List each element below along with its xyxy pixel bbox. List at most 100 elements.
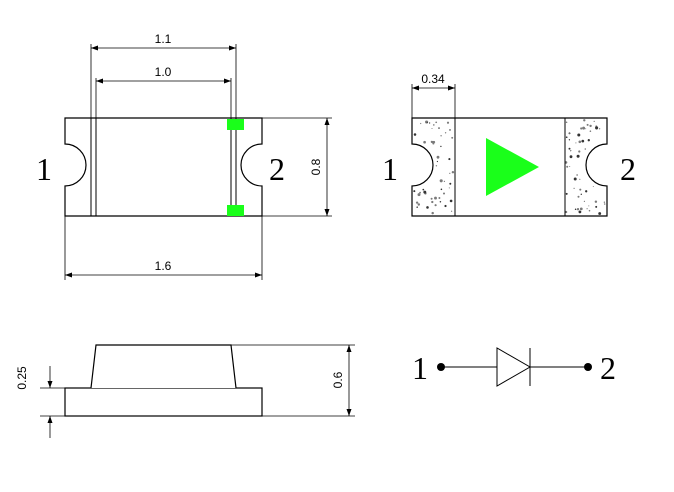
- speckle-dot: [569, 150, 572, 152]
- speckle-dot: [425, 120, 429, 124]
- speckle-dot: [568, 132, 570, 135]
- dim-label-0-25: 0.25: [15, 366, 29, 390]
- side-view: 0.6 0.25: [15, 344, 355, 438]
- speckle-dot: [450, 210, 453, 212]
- speckle-dot: [577, 195, 580, 198]
- speckle-dot: [579, 188, 582, 191]
- dim-label-1-1: 1.1: [155, 32, 172, 46]
- pin-label-1: 1: [36, 151, 52, 187]
- speckle-dot: [449, 199, 453, 203]
- speckle-dot: [598, 212, 602, 215]
- speckle-dot: [589, 130, 592, 132]
- green-marker-bottom: [227, 205, 244, 216]
- speckle-dot: [434, 204, 437, 207]
- speckle-dot: [422, 188, 425, 191]
- speckle-dot: [435, 165, 438, 167]
- diode-icon: [496, 347, 532, 387]
- speckle-dot: [568, 139, 571, 141]
- speckle-dot: [582, 126, 586, 130]
- speckle-dot: [573, 187, 575, 190]
- speckle-dot: [583, 119, 586, 122]
- speckle-dot: [423, 140, 426, 144]
- speckle-dot: [416, 202, 418, 204]
- speckle-dot: [573, 177, 577, 181]
- speckle-dot: [440, 188, 443, 191]
- speckle-dot: [440, 135, 442, 137]
- dim-arrows: [47, 381, 53, 423]
- speckle-dot: [438, 197, 441, 199]
- speckle-dot: [435, 121, 438, 124]
- pin-label-2: 2: [600, 350, 616, 386]
- speckle-dot: [587, 139, 590, 142]
- speckle-dot: [449, 182, 452, 185]
- pin-label-1: 1: [412, 350, 428, 386]
- speckle-dot: [420, 122, 422, 125]
- marking-view-outline: [411, 117, 608, 217]
- speckle-dot: [569, 155, 573, 159]
- speckle-dot: [595, 205, 598, 208]
- schematic-symbol: 1 2: [412, 347, 616, 387]
- speckle-dot: [451, 136, 454, 139]
- speckle-dot: [583, 200, 586, 203]
- speckle-dot: [586, 208, 588, 210]
- speckle-dot: [580, 127, 583, 130]
- green-triangle-icon: [486, 138, 539, 196]
- speckle-dot: [432, 124, 435, 126]
- speckle-dot: [451, 170, 455, 174]
- top-view-outline: [64, 117, 263, 217]
- speckle-dot: [431, 127, 433, 130]
- speckle-dot: [579, 178, 581, 180]
- pin-label-2: 2: [269, 151, 285, 187]
- speckle-dot: [428, 122, 431, 124]
- speckle-dot: [419, 191, 421, 194]
- speckle-dot: [578, 150, 581, 153]
- speckle-dot: [581, 139, 585, 143]
- speckle-dot: [588, 209, 591, 212]
- speckle-dot: [589, 124, 592, 128]
- dim-label-1-6: 1.6: [155, 259, 172, 273]
- speckle-dot: [565, 136, 568, 139]
- speckle-dot: [564, 210, 568, 214]
- top-view: 1.1 1.0 1.6 0.8 1 2: [36, 32, 332, 280]
- speckle-dot: [430, 197, 433, 200]
- pad-texture: [413, 119, 606, 215]
- speckle-dot: [417, 203, 421, 206]
- speckle-dot: [594, 200, 598, 203]
- speckle-dot: [431, 200, 434, 204]
- speckle-dot: [449, 128, 451, 131]
- speckle-dot: [442, 192, 446, 195]
- speckle-dot: [416, 206, 418, 208]
- speckle-dot: [603, 201, 606, 203]
- speckle-dot: [443, 180, 446, 183]
- speckle-dot: [444, 132, 447, 134]
- speckle-dot: [417, 193, 421, 197]
- speckle-dot: [426, 206, 429, 209]
- speckle-dot: [584, 148, 587, 150]
- speckle-dot: [448, 187, 450, 189]
- speckle-dot: [439, 200, 442, 203]
- speckle-dot: [431, 211, 434, 215]
- speckle-dot: [585, 128, 587, 130]
- speckle-dot: [578, 210, 582, 214]
- speckle-dot: [598, 128, 601, 130]
- speckle-dot: [575, 142, 577, 144]
- speckle-dot: [568, 147, 571, 150]
- speckle-dot: [576, 154, 580, 158]
- side-view-base: [64, 387, 263, 417]
- speckle-dot: [436, 155, 440, 159]
- dim-label-0-8: 0.8: [309, 158, 323, 175]
- speckle-dot: [574, 208, 577, 210]
- speckle-dot: [588, 205, 590, 207]
- green-marker-top: [227, 119, 244, 130]
- speckle-dot: [444, 204, 447, 208]
- speckle-dot: [448, 158, 451, 161]
- pin-label-2: 2: [620, 151, 636, 187]
- speckle-dot: [413, 190, 416, 193]
- speckle-dot: [580, 193, 582, 195]
- speckle-dot: [423, 190, 427, 194]
- speckle-dot: [566, 165, 569, 168]
- pin-label-1: 1: [382, 151, 398, 187]
- speckle-dot: [438, 127, 440, 130]
- speckle-dot: [439, 179, 443, 183]
